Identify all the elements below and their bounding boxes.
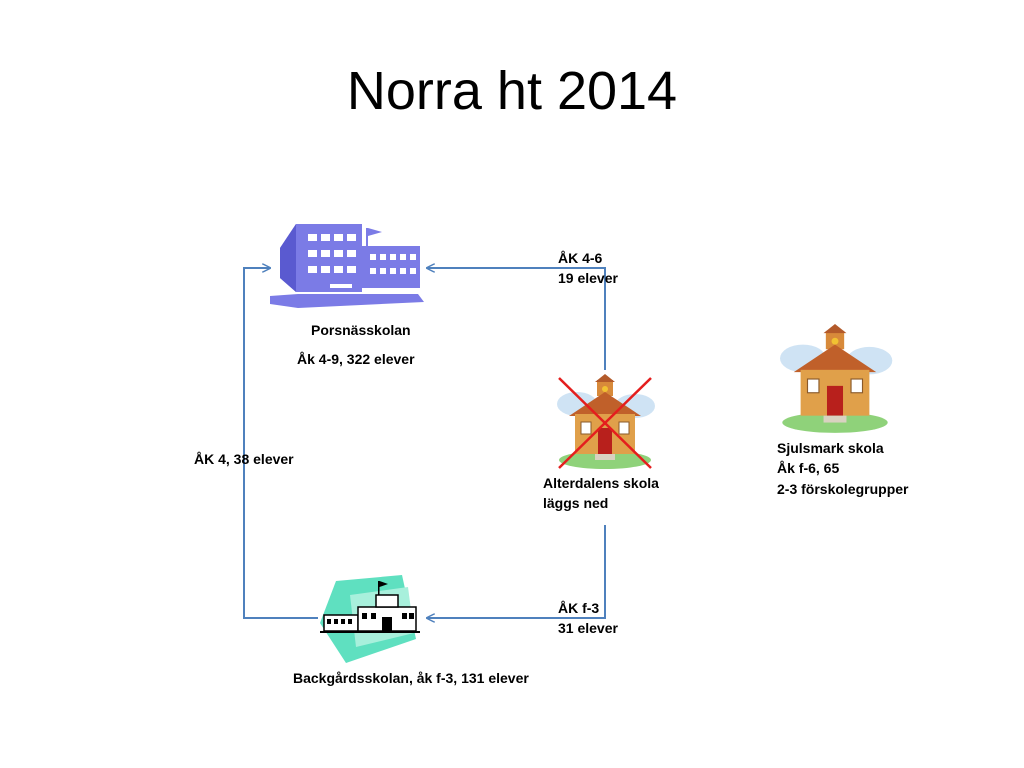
porsnas-detail: Åk 4-9, 322 elever [297, 351, 415, 367]
alterdalen-name: Alterdalens skola [543, 475, 659, 491]
backgard-name: Backgårdsskolan, åk f-3, 131 elever [293, 670, 529, 686]
arrow-backgard-to-porsnas [243, 268, 318, 619]
arrow-alterdalen-to-porsnas [427, 268, 606, 370]
slide-title: Norra ht 2014 [346, 61, 678, 121]
sjulsmark-grades: Åk f-6, 65 [777, 460, 840, 476]
arrow-alterdalen-to-backgard [427, 525, 606, 618]
sjulsmark-name: Sjulsmark skola [777, 440, 884, 456]
transfer-backgard-to-porsnas: ÅK 4, 38 elever [194, 451, 294, 467]
transfer-to-backgard-grades: ÅK f-3 [558, 600, 600, 616]
alterdalen-status: läggs ned [543, 495, 609, 511]
transfer-to-porsnas-count: 19 elever [558, 270, 618, 286]
school-building-icon [320, 575, 420, 663]
transfer-to-porsnas-grades: ÅK 4-6 [558, 250, 603, 266]
sjulsmark-preschool: 2-3 förskolegrupper [777, 481, 909, 497]
transfer-to-backgard-count: 31 elever [558, 620, 618, 636]
schoolhouse-icon [557, 374, 655, 469]
porsnas-name: Porsnässkolan [311, 322, 411, 338]
red-cross-icon [558, 377, 652, 469]
schoolhouse-icon [780, 324, 893, 433]
office-building-icon [270, 224, 424, 308]
